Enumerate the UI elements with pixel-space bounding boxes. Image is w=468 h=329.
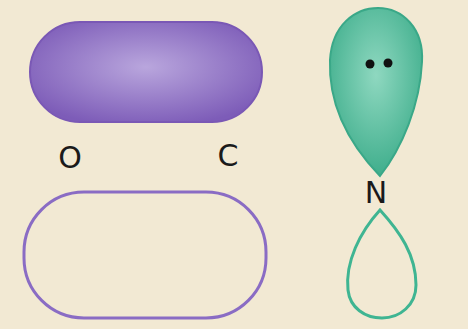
lone-pair-dot bbox=[384, 59, 393, 68]
lone-pair-dot bbox=[366, 60, 375, 69]
pi-lobe-outline bbox=[24, 192, 266, 318]
pi-lobe-filled bbox=[30, 22, 262, 122]
p-lobe-outline bbox=[348, 210, 416, 318]
atom-label: N bbox=[365, 178, 387, 208]
p-lobe-filled bbox=[330, 8, 422, 176]
atom-label: C bbox=[218, 141, 239, 171]
atom-label: O bbox=[58, 143, 82, 173]
